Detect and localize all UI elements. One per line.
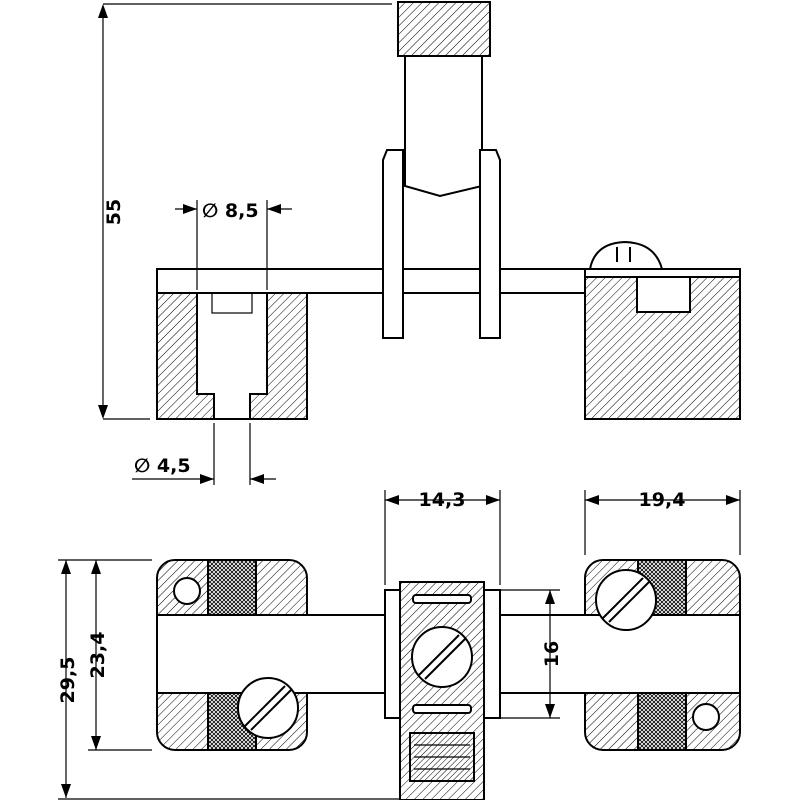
rail-top [156,268,384,294]
fork-left [382,149,404,339]
dim-right-width: 19,4 [584,489,741,555]
dim-label-8-5: ∅ 8,5 [202,200,259,222]
fork-right [479,149,501,339]
dim-label-55: 55 [103,199,125,225]
bore-recess [211,292,253,314]
dim-center-width: 14,3 [384,489,501,585]
side-view [156,1,741,420]
rail-mid [402,268,481,294]
dim-inner-height: 23,4 [87,559,152,751]
handle-cap [397,1,491,57]
screw-center [411,626,473,688]
top-view [156,559,741,800]
dim-bar-height: 16 [500,589,563,719]
left-bracket-pad-top [207,559,257,616]
dim-outer-height: 29,5 [57,559,400,800]
center-clamp-slot-bottom [412,704,472,714]
right-block-slot [636,269,691,313]
left-block-bore [196,292,268,420]
dim-bore-top: ∅ 8,5 [175,200,292,290]
center-clamp-slot-top [412,594,472,604]
dim-label-29-5: 29,5 [57,657,79,704]
dim-bore-bottom: ∅ 4,5 [132,423,276,485]
right-bracket-pad-bottom [637,692,687,751]
right-block-top [584,268,741,278]
screw-left [237,677,299,739]
dim-label-19-4: 19,4 [639,489,686,511]
dim-label-4-5: ∅ 4,5 [134,455,191,477]
dim-overall-height: 55 [98,3,392,420]
dim-label-14-3: 14,3 [419,489,466,511]
dim-label-16: 16 [541,641,563,667]
dim-label-23-4: 23,4 [87,632,109,679]
screw-right [595,569,657,631]
handle-stem [404,56,483,198]
screw-head-side [588,240,664,270]
left-bracket-hole [173,577,201,605]
right-bracket-hole [692,703,720,731]
